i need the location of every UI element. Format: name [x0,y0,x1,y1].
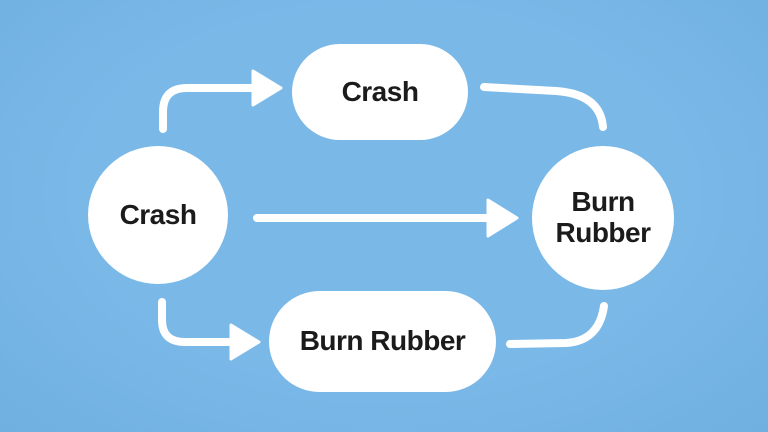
edge-left-circle-to-bottom-pill-arrow [158,298,261,361]
node-bottom-pill: Burn Rubber [269,291,496,392]
node-bottom-pill-label: Burn Rubber [299,325,466,357]
node-right-circle: Burn Rubber [532,146,674,290]
node-left-circle: Crash [88,146,228,284]
node-right-circle-label-line2: Rubber [555,217,652,248]
node-top-pill-label: Crash [341,75,419,107]
edge-bottom-pill-to-right-circle-line [506,302,608,348]
edge-top-pill-to-right-circle-line [480,83,607,131]
node-top-pill: Crash [292,44,468,140]
edge-left-circle-to-top-pill-arrow [159,69,283,133]
edge-left-circle-to-right-circle-arrow [253,198,519,238]
node-left-circle-label: Crash [119,198,197,230]
node-right-circle-label-line1: Burn [571,186,635,218]
